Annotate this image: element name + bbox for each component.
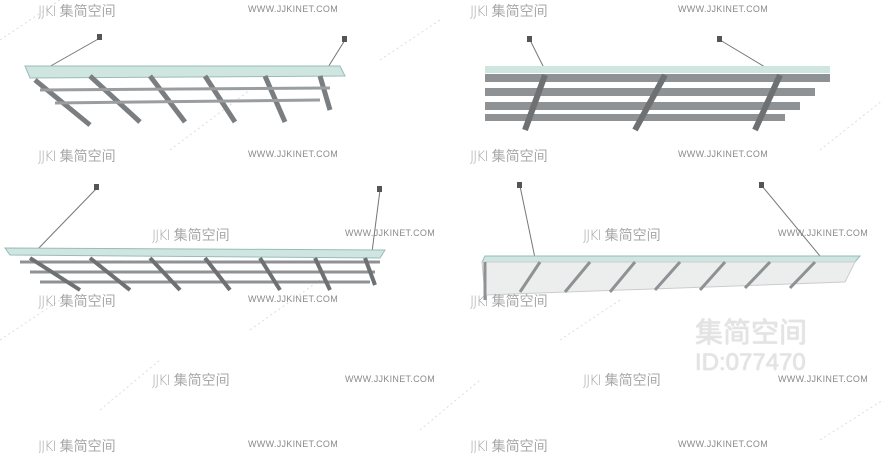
canopy-render-1	[24, 34, 347, 127]
watermark-url: WWW.JJKINET.COM	[248, 294, 338, 304]
id-watermark-id: ID:077470	[695, 349, 806, 376]
watermark-url: WWW.JJKINET.COM	[778, 228, 868, 238]
background-dash-pattern	[0, 0, 883, 441]
id-watermark-title: 集简空间	[695, 317, 808, 348]
watermark-url: WWW.JJKINET.COM	[678, 149, 768, 159]
watermark-url: WWW.JJKINET.COM	[248, 149, 338, 159]
id-watermark: 集简空间 ID:077470	[695, 318, 807, 378]
watermark-url: WWW.JJKINET.COM	[778, 374, 868, 384]
watermark-url: WWW.JJKINET.COM	[248, 439, 338, 449]
canopy-render-4	[481, 182, 862, 300]
watermark-url: WWW.JJKINET.COM	[345, 374, 435, 384]
canopy-render-2	[485, 36, 830, 132]
watermark-url: WWW.JJKINET.COM	[345, 228, 435, 238]
watermark-url: WWW.JJKINET.COM	[248, 4, 338, 14]
watermark-url: WWW.JJKINET.COM	[678, 439, 768, 449]
watermark-url: WWW.JJKINET.COM	[678, 4, 768, 14]
canopy-render-3	[4, 184, 386, 292]
